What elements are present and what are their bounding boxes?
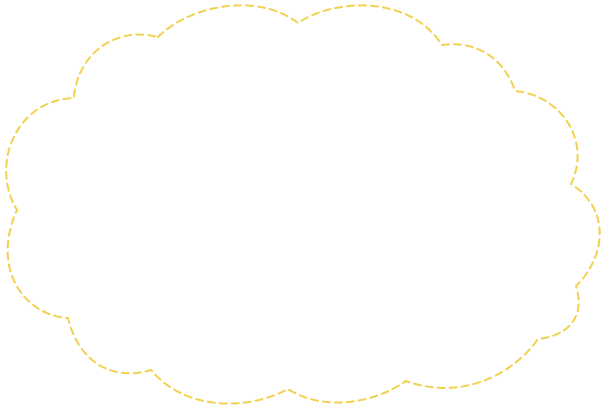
cloud-outline-path — [5, 4, 601, 405]
